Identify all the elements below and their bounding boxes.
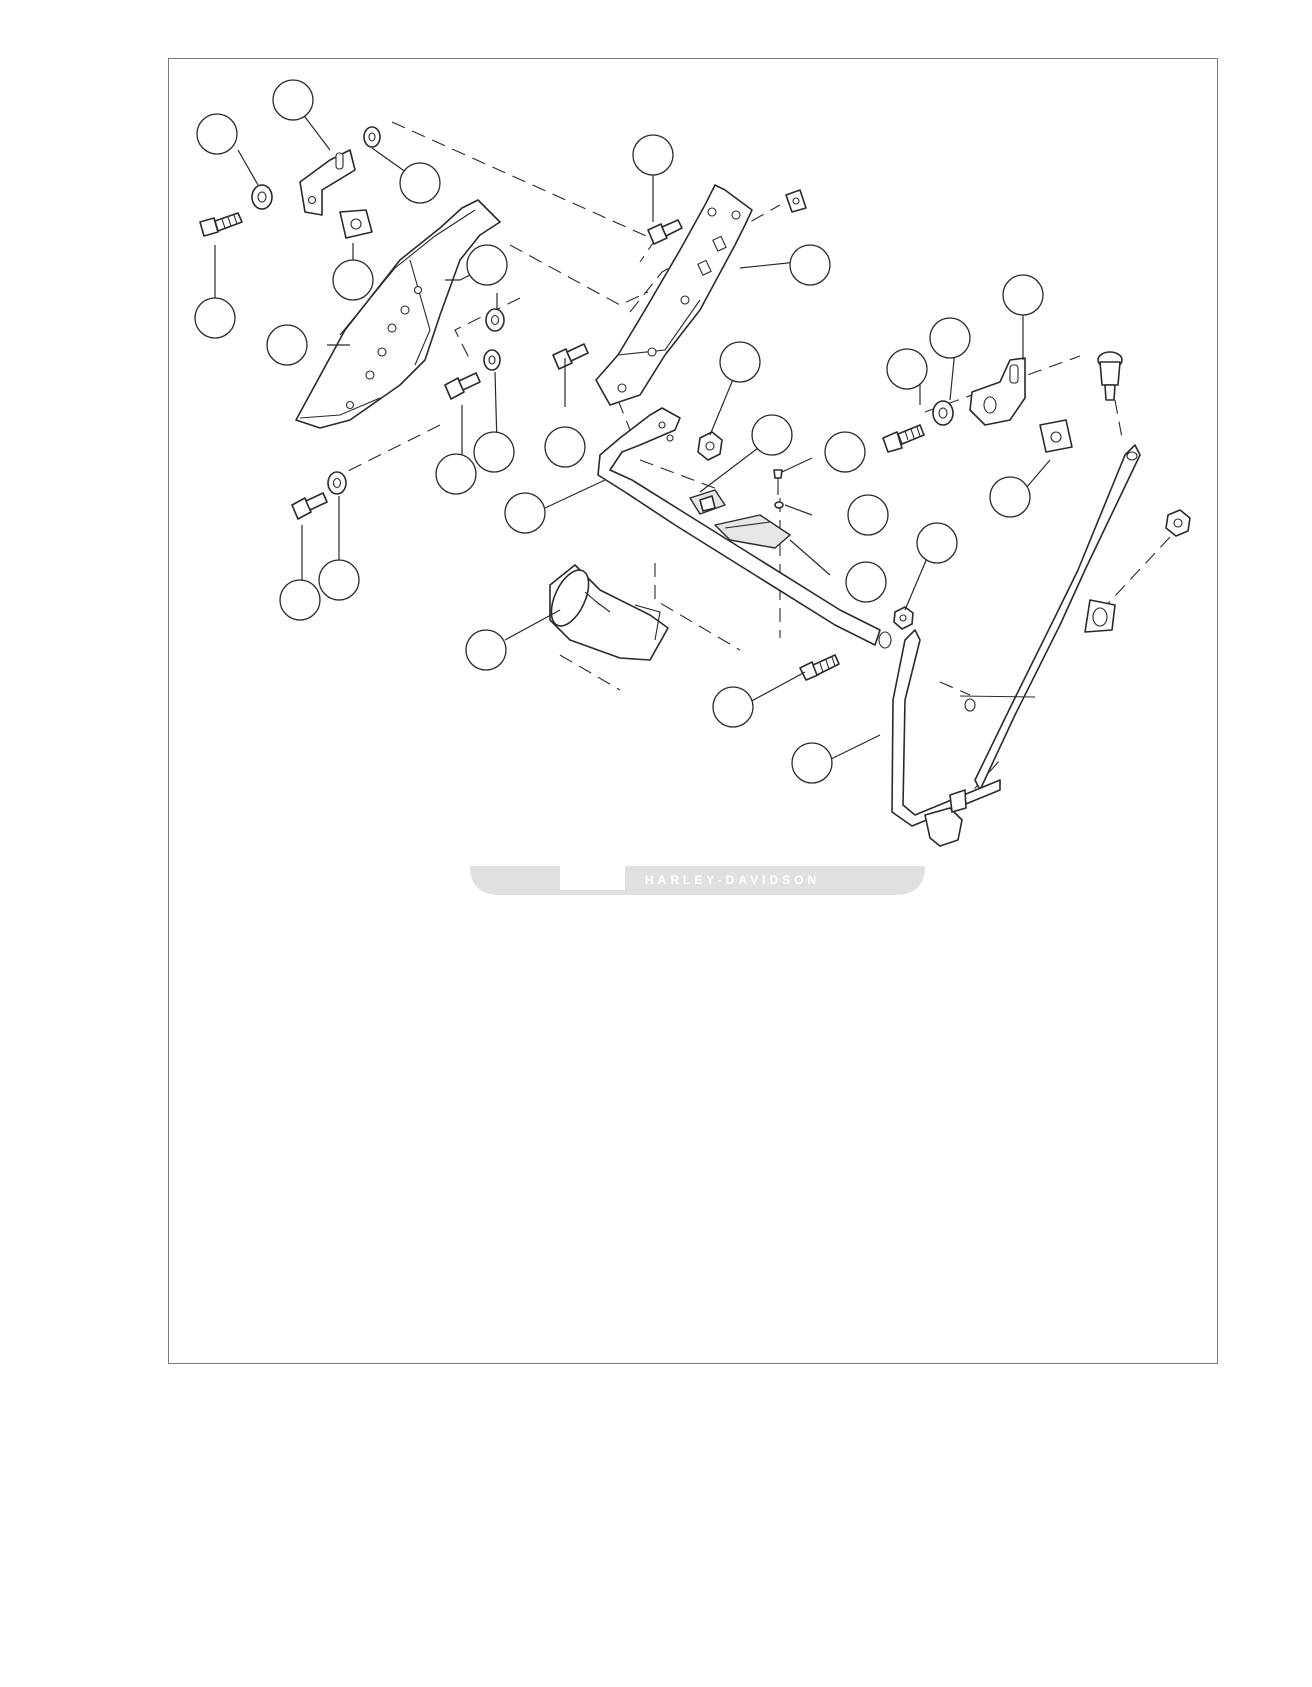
socket-screw <box>552 343 589 370</box>
socket-screw <box>647 219 683 245</box>
callout-bubble <box>473 431 515 473</box>
thumb-screw <box>924 789 967 847</box>
callout-bubble <box>399 162 441 204</box>
callout-bubble <box>989 476 1031 518</box>
callout-bubble <box>544 426 586 468</box>
callout-bubble <box>712 686 754 728</box>
callout-bubble <box>916 522 958 564</box>
center-bracket <box>595 184 753 406</box>
callout-bubble <box>279 579 321 621</box>
screw <box>799 654 840 681</box>
leader-lines <box>214 112 1051 763</box>
washer <box>774 501 784 509</box>
callout-bubble <box>332 259 374 301</box>
callout-bubble <box>435 453 477 495</box>
callout-bubble <box>719 341 761 383</box>
callout-bubble <box>196 113 238 155</box>
socket-screw <box>291 492 328 520</box>
clip-nut <box>785 189 807 213</box>
main-rail <box>597 407 892 649</box>
callout-bubble <box>1002 274 1044 316</box>
figure-frame <box>168 58 1218 1364</box>
callout-bubble <box>824 431 866 473</box>
watermark: HARLEY-DAVIDSON <box>470 866 925 895</box>
bolt <box>882 424 925 453</box>
square-clip <box>689 489 726 515</box>
socket-screw <box>444 372 481 400</box>
right-mount-bracket <box>969 357 1026 426</box>
hex-nut <box>1165 509 1191 537</box>
clip-nut <box>339 209 373 239</box>
callout-bubble <box>266 324 308 366</box>
socket-bolt <box>1097 351 1123 401</box>
callout-bubble <box>845 561 887 603</box>
strip-bracket <box>714 514 791 549</box>
callout-bubble <box>929 317 971 359</box>
callout-bubble <box>194 297 236 339</box>
bolt <box>199 212 243 237</box>
small-screw <box>773 469 783 495</box>
callout-bubble <box>751 414 793 456</box>
left-mounting-plate <box>295 199 501 429</box>
clip-nut <box>1039 419 1073 453</box>
callout-bubble <box>504 492 546 534</box>
callout-bubble <box>886 348 928 390</box>
callout-bubbles <box>194 79 1044 784</box>
cylinder-lamp <box>549 564 669 661</box>
callout-bubble <box>847 494 889 536</box>
callout-bubble <box>789 244 831 286</box>
callout-bubble <box>272 79 314 121</box>
callout-bubble <box>466 244 508 286</box>
hex-nut <box>893 606 914 630</box>
callout-bubble <box>465 629 507 671</box>
upper-left-bracket <box>299 149 356 216</box>
callout-bubble <box>791 742 833 784</box>
callout-bubble <box>318 559 360 601</box>
callout-bubble <box>632 134 674 176</box>
watermark-text: HARLEY-DAVIDSON <box>645 873 820 887</box>
hex-nut <box>697 431 723 461</box>
